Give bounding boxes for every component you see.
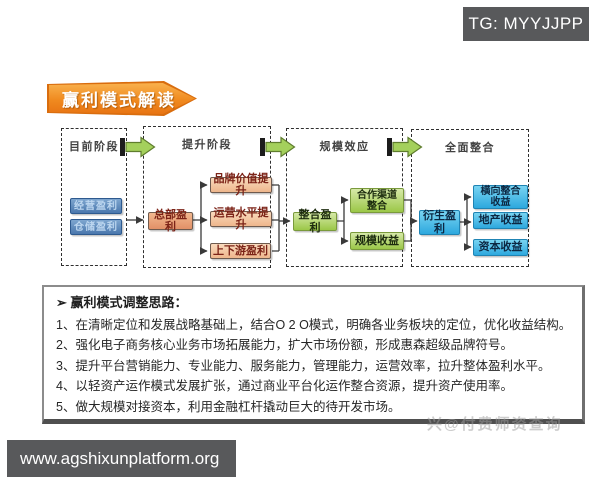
node-integrated-profit: 整合盈利 [293, 209, 337, 234]
stage-label: 提升阶段 [182, 139, 232, 151]
stage-arrow-icon [387, 136, 423, 158]
note-item-5: 5、做大规模对接资本，利用金融杠杆撬动巨大的待开发市场。 [56, 399, 401, 414]
node-operation-level: 运营水平提升 [210, 207, 272, 231]
title-ribbon-inner: 赢利模式解读 [49, 83, 195, 114]
watermark-text: 兴@付费师资查询 [427, 416, 563, 433]
footer-url: www.agshixunplatform.org [20, 448, 220, 468]
stage-label: 全面整合 [445, 142, 495, 154]
note-item-3: 3、提升平台营销能力、专业能力、服务能力，管理能力，运营效率，拉升整体盈利水平。 [56, 358, 551, 373]
tg-badge-label: TG: MYYJJPP [468, 14, 584, 33]
note-item-1: 1、在清晰定位和发展战略基础上，结合O 2 O模式，明确各业务板块的定位，优化收… [56, 317, 572, 332]
node-channel-integration: 合作渠道整合 [350, 188, 404, 213]
stage-arrow-icon [260, 136, 296, 158]
node-scale-income: 规模收益 [350, 232, 404, 250]
node-capital-income: 资本收益 [473, 239, 528, 256]
node-upstream-downstream: 上下游盈利 [210, 243, 271, 259]
node-brand-value: 品牌价值提升 [210, 173, 272, 197]
note-item-4: 4、以轻资产运作模式发展扩张，通过商业平台化运作整合资源，提升资产使用率。 [56, 379, 513, 393]
notes-heading: ➢ 赢利模式调整思路： [56, 295, 188, 310]
title-ribbon: 赢利模式解读 [47, 81, 197, 116]
notes-box: ➢ 赢利模式调整思路： 1、在清晰定位和发展战略基础上，结合O 2 O模式，明确… [42, 285, 585, 424]
stage-arrow-icon [120, 136, 156, 158]
stage-column-current: 目前阶段 [61, 128, 127, 266]
note-item-2: 2、强化电子商务核心业务市场拓展能力，扩大市场份额，形成惠森超级品牌符号。 [56, 338, 513, 352]
page-title: 赢利模式解读 [62, 91, 176, 110]
stage-column-improve: 提升阶段 [143, 126, 271, 268]
stage-label: 目前阶段 [69, 141, 119, 153]
flow-connectors [127, 181, 472, 255]
stage-label: 规模效应 [319, 141, 370, 153]
footer-url-bar: www.agshixunplatform.org [7, 440, 236, 477]
tg-badge: TG: MYYJJPP [463, 7, 589, 41]
node-derived-profit: 衍生盈利 [419, 210, 460, 235]
node-hq-profit: 总部盈利 [148, 209, 193, 233]
stage-column-integration: 全面整合 [411, 129, 529, 267]
node-operating-profit: 经营盈利 [70, 198, 122, 214]
node-warehouse-profit: 仓储盈利 [70, 219, 122, 235]
node-realestate-income: 地产收益 [473, 212, 528, 229]
node-horizontal-income: 横向整合收益 [473, 185, 528, 209]
